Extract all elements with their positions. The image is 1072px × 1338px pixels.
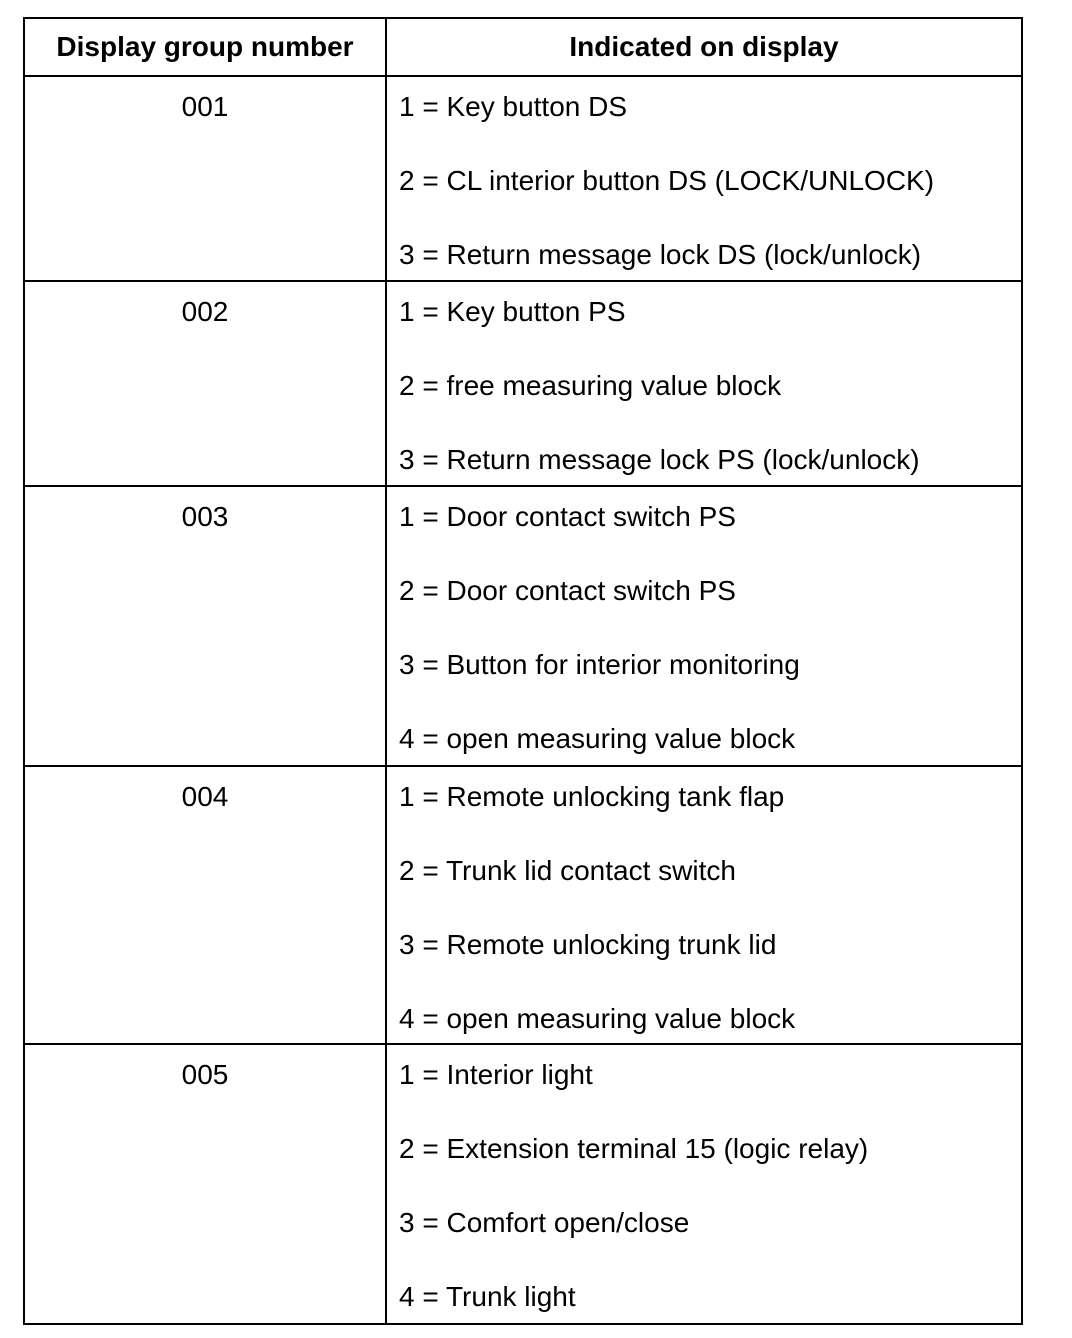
table-row: 001 1 = Key button DS 2 = CL interior bu… (23, 75, 1023, 282)
display-group-table: Display group number Indicated on displa… (23, 17, 1023, 1325)
indicated-item: 1 = Key button PS (399, 296, 626, 327)
indicated-item: 1 = Key button DS (399, 91, 628, 122)
indicated-cell: 1 = Key button DS 2 = CL interior button… (385, 75, 1023, 282)
indicated-item: 2 = CL interior button DS (LOCK/UNLOCK) (399, 165, 935, 196)
group-number-cell: 005 (23, 1043, 387, 1325)
table-row: 002 1 = Key button PS 2 = free measuring… (23, 280, 1023, 487)
indicated-item: 2 = Trunk lid contact switch (399, 855, 736, 886)
indicated-item: 2 = Extension terminal 15 (logic relay) (399, 1133, 869, 1164)
indicated-item: 4 = Trunk light (399, 1281, 576, 1312)
group-number-cell: 004 (23, 765, 387, 1045)
indicated-item: 1 = Interior light (399, 1059, 593, 1090)
indicated-cell: 1 = Interior light 2 = Extension termina… (385, 1043, 1023, 1325)
indicated-item: 1 = Remote unlocking tank flap (399, 781, 785, 812)
indicated-item: 2 = Door contact switch PS (399, 575, 736, 606)
indicated-item: 4 = open measuring value block (399, 1003, 796, 1034)
indicated-cell: 1 = Remote unlocking tank flap 2 = Trunk… (385, 765, 1023, 1045)
header-display-group-number: Display group number (23, 17, 387, 77)
indicated-cell: 1 = Key button PS 2 = free measuring val… (385, 280, 1023, 487)
indicated-item: 1 = Door contact switch PS (399, 501, 736, 532)
table-row: 005 1 = Interior light 2 = Extension ter… (23, 1043, 1023, 1325)
indicated-item: 3 = Return message lock DS (lock/unlock) (399, 239, 922, 270)
table-row: 004 1 = Remote unlocking tank flap 2 = T… (23, 765, 1023, 1045)
indicated-item: 3 = Button for interior monitoring (399, 649, 800, 680)
indicated-item: 2 = free measuring value block (399, 370, 782, 401)
indicated-item: 3 = Return message lock PS (lock/unlock) (399, 444, 920, 475)
group-number-cell: 002 (23, 280, 387, 487)
indicated-item: 3 = Comfort open/close (399, 1207, 690, 1238)
indicated-cell: 1 = Door contact switch PS 2 = Door cont… (385, 485, 1023, 767)
indicated-item: 3 = Remote unlocking trunk lid (399, 929, 777, 960)
group-number-cell: 003 (23, 485, 387, 767)
group-number-cell: 001 (23, 75, 387, 282)
header-indicated-on-display: Indicated on display (385, 17, 1023, 77)
table-row: 003 1 = Door contact switch PS 2 = Door … (23, 485, 1023, 767)
indicated-item: 4 = open measuring value block (399, 723, 796, 754)
header-row: Display group number Indicated on displa… (23, 17, 1023, 77)
